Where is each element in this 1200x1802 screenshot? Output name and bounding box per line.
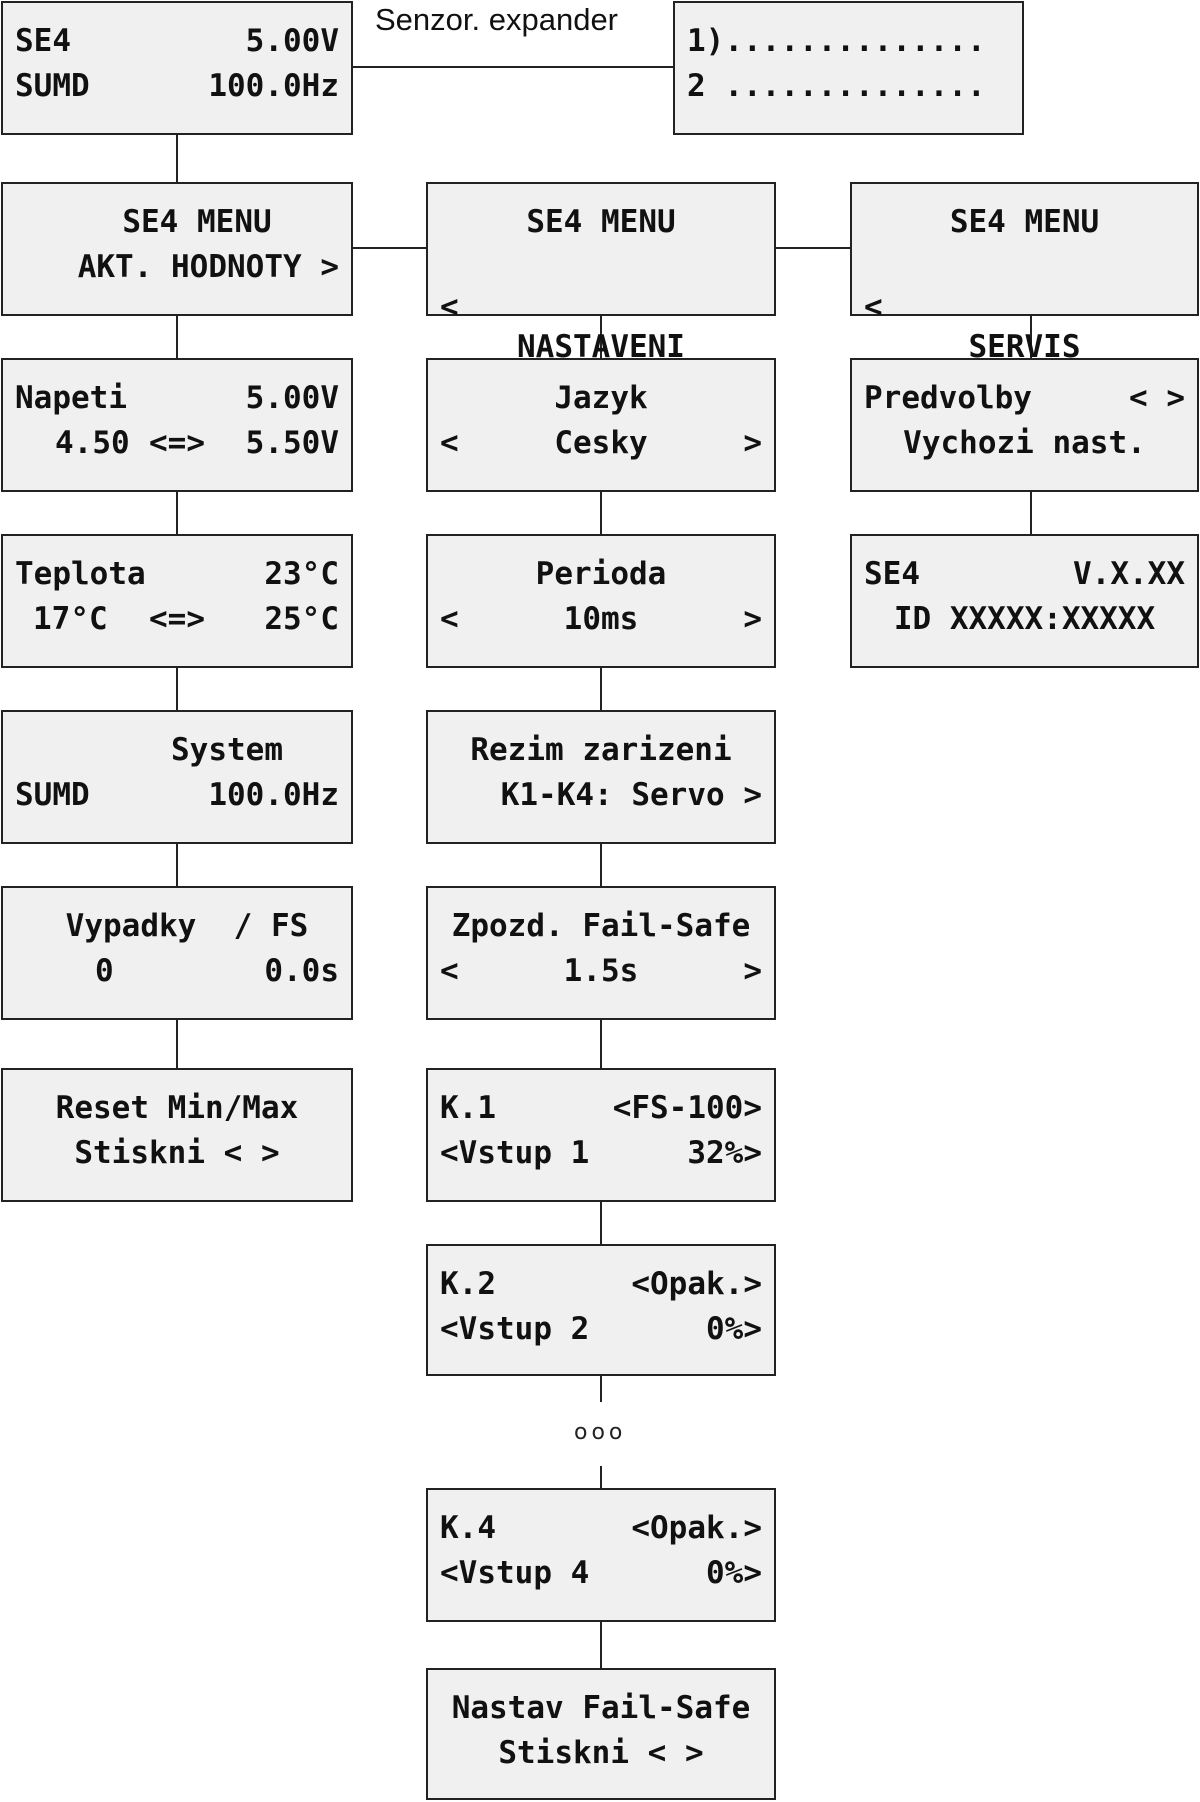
reset-title: Reset Min/Max	[55, 1090, 299, 1126]
screen-version: SE4 V.X.XX ID XXXXX:XXXXX	[850, 534, 1199, 668]
menu-akt-title: SE4 MENU	[122, 204, 272, 240]
zpozd-next-arrow[interactable]: >	[743, 953, 762, 989]
zpozd-value: 1.5s	[563, 953, 639, 989]
jazyk-value: Cesky	[554, 425, 648, 461]
screen-reset-minmax[interactable]: Reset Min/Max Stiskni < >	[1, 1068, 353, 1202]
k1-mode: <FS-100>	[612, 1090, 762, 1126]
predvolby-arrows[interactable]: < >	[1129, 380, 1185, 416]
perioda-title: Perioda	[535, 556, 667, 592]
screen-jazyk: Jazyk < Cesky >	[426, 358, 776, 492]
system-protocol: SUMD	[15, 777, 90, 813]
header-voltage: 5.00V	[245, 23, 339, 59]
menu-servis-title: SE4 MENU	[949, 204, 1100, 240]
menu-nastaveni[interactable]: SE4 MENU < NASTAVENI >	[426, 182, 776, 405]
rezim-value: K1-K4: Servo >	[500, 777, 762, 813]
k4-label: K.4	[440, 1510, 496, 1546]
menu-nast-title: SE4 MENU	[526, 204, 676, 240]
menu-servis-prev-arrow[interactable]: <	[864, 289, 883, 325]
k2-value: 0%>	[706, 1311, 762, 1347]
system-frequency: 100.0Hz	[208, 777, 339, 813]
teplota-min: 17°C	[33, 601, 108, 637]
screen-system: System SUMD 100.0Hz	[1, 710, 353, 844]
k4-mode: <Opak.>	[631, 1510, 762, 1546]
menu-servis[interactable]: SE4 MENU < SERVIS	[850, 182, 1199, 365]
menu-nast-prev-arrow[interactable]: <	[440, 289, 459, 325]
header-frequency: 100.0Hz	[208, 68, 339, 104]
menu-akt-label: AKT. HODNOTY >	[77, 249, 339, 285]
predvolby-label: Predvolby	[864, 380, 1032, 416]
k1-input: <Vstup 1	[440, 1135, 590, 1171]
version-number: V.X.XX	[1073, 556, 1185, 592]
teplota-value: 23°C	[264, 556, 339, 592]
perioda-prev-arrow[interactable]: <	[440, 601, 459, 637]
screen-channel-2: K.2 <Opak.> <Vstup 2 0%>	[426, 1244, 776, 1376]
system-title: System	[171, 732, 283, 768]
k4-input: <Vstup 4	[440, 1555, 590, 1591]
header-status-box: SE4 5.00V SUMD 100.0Hz	[1, 1, 353, 135]
napeti-max: 5.50V	[245, 425, 339, 461]
rezim-title: Rezim zarizeni	[470, 732, 732, 768]
jazyk-prev-arrow[interactable]: <	[440, 425, 459, 461]
header-protocol: SUMD	[15, 68, 90, 104]
screen-perioda: Perioda <10ms >	[426, 534, 776, 668]
k1-value: 32%>	[687, 1135, 762, 1171]
nastav-press-hint: Stiskni < >	[498, 1735, 704, 1771]
expander-line-1: 1)..............	[687, 23, 986, 59]
screen-channel-4: K.4 <Opak.> <Vstup 4 0%>	[426, 1488, 776, 1622]
expander-box: 1).............. 2 ..............	[673, 1, 1024, 135]
screen-napeti: Napeti 5.00V 4.50 <=> 5.50V	[1, 358, 353, 492]
teplota-range-symbol: <=>	[149, 601, 205, 637]
version-id: ID XXXXX:XXXXX	[893, 601, 1156, 637]
zpozd-prev-arrow[interactable]: <	[440, 953, 459, 989]
screen-predvolby: Predvolby < > Vychozi nast.	[850, 358, 1199, 492]
screen-zpozd-failsafe: Zpozd. Fail-Safe <1.5s >	[426, 886, 776, 1020]
screen-nastav-failsafe[interactable]: Nastav Fail-Safe Stiskni < >	[426, 1668, 776, 1800]
napeti-label: Napeti	[15, 380, 127, 416]
vypadky-count: 0	[95, 953, 114, 989]
menu-akt-hodnoty[interactable]: SE4 MENU AKT. HODNOTY >	[1, 182, 353, 316]
zpozd-title: Zpozd. Fail-Safe	[451, 908, 751, 944]
napeti-range-symbol: <=>	[149, 425, 205, 461]
k2-label: K.2	[440, 1266, 496, 1302]
jazyk-title: Jazyk	[554, 380, 648, 416]
nastav-title: Nastav Fail-Safe	[451, 1690, 751, 1726]
version-device: SE4	[864, 556, 920, 592]
header-device: SE4	[15, 23, 71, 59]
napeti-min: 4.50	[55, 425, 130, 461]
ellipsis-more-channels: ooo	[574, 1420, 627, 1445]
teplota-label: Teplota	[15, 556, 146, 592]
napeti-value: 5.00V	[245, 380, 339, 416]
expander-label: Senzor. expander	[375, 2, 619, 37]
expander-line-2: 2 ..............	[687, 68, 986, 104]
screen-vypadky: Vypadky / FS 0 0.0s	[1, 886, 353, 1020]
vypadky-title: Vypadky / FS	[65, 908, 309, 944]
vypadky-fs-time: 0.0s	[264, 953, 339, 989]
k4-value: 0%>	[706, 1555, 762, 1591]
screen-channel-1: K.1 <FS-100> <Vstup 1 32%>	[426, 1068, 776, 1202]
screen-teplota: Teplota 23°C 17°C <=> 25°C	[1, 534, 353, 668]
predvolby-value: Vychozi nast.	[903, 425, 1146, 461]
teplota-max: 25°C	[264, 601, 339, 637]
reset-press-hint: Stiskni < >	[74, 1135, 280, 1171]
k2-mode: <Opak.>	[631, 1266, 762, 1302]
perioda-value: 10ms	[563, 601, 639, 637]
k1-label: K.1	[440, 1090, 496, 1126]
k2-input: <Vstup 2	[440, 1311, 590, 1347]
screen-rezim-zarizeni: Rezim zarizeni K1-K4: Servo >	[426, 710, 776, 844]
perioda-next-arrow[interactable]: >	[743, 601, 762, 637]
jazyk-next-arrow[interactable]: >	[743, 425, 762, 461]
